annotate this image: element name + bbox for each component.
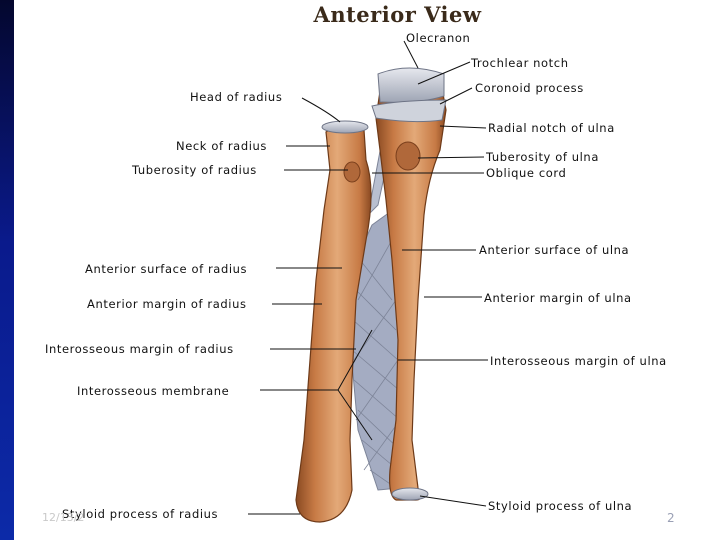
label-anterior-surface-of-ulna: Anterior surface of ulna [479,243,630,257]
label-oblique-cord: Oblique cord [486,166,567,180]
label-anterior-margin-of-radius: Anterior margin of radius [87,297,247,311]
radius-tuberosity [343,161,361,183]
label-coronoid-process: Coronoid process [475,81,584,95]
membrane-fibers [351,239,401,489]
radius-head [321,120,369,134]
label-radial-notch-of-ulna: Radial notch of ulna [488,121,615,135]
page-title: Anterior View [313,2,482,27]
label-styloid-process-of-ulna: Styloid process of ulna [488,499,633,513]
label-neck-of-radius: Neck of radius [176,139,268,153]
label-head-of-radius: Head of radius [190,90,283,104]
ulna-styloid-cap [391,487,429,501]
ulna-tuberosity [395,141,421,171]
label-anterior-margin-of-ulna: Anterior margin of ulna [484,291,632,305]
slide-sidebar-bar [0,0,14,540]
label-tuberosity-of-radius: Tuberosity of radius [132,163,257,177]
label-tuberosity-of-ulna: Tuberosity of ulna [486,150,599,164]
label-styloid-process-of-radius: Styloid process of radius [62,507,219,521]
label-interosseous-margin-of-ulna: Interosseous margin of ulna [490,354,667,368]
coronoid-process [371,99,447,123]
slide-page-number: 2 [667,511,675,525]
leader-lines [248,40,488,515]
footer-date: 12/13/2 [42,511,85,524]
label-olecranon: Olecranon [406,31,471,45]
label-interosseous-membrane: Interosseous membrane [77,384,230,398]
label-anterior-surface-of-radius: Anterior surface of radius [85,262,248,276]
olecranon [377,67,445,103]
label-interosseous-margin-of-radius: Interosseous margin of radius [45,342,234,356]
label-trochlear-notch: Trochlear notch [471,56,569,70]
